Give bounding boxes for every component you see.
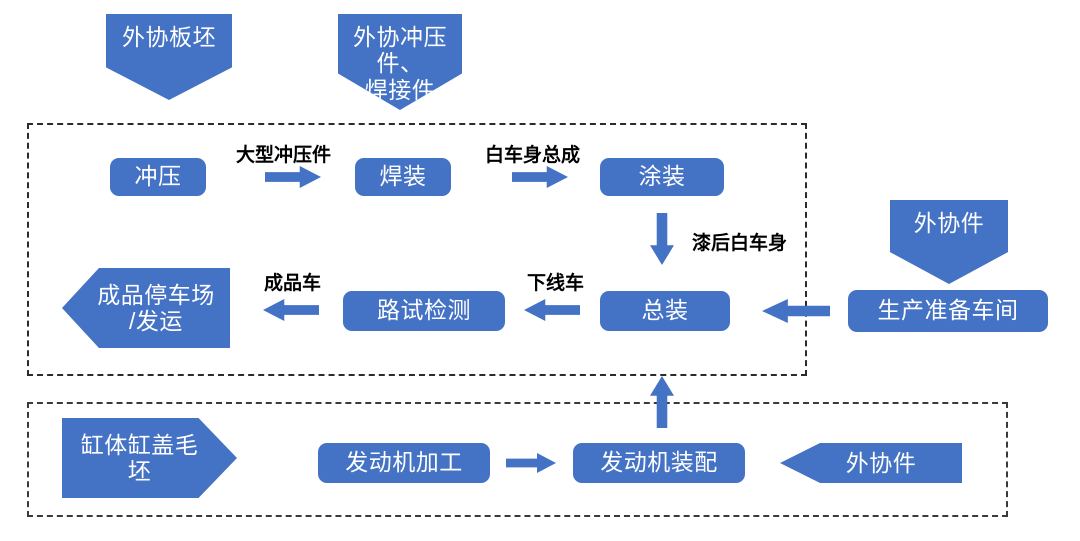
label-finished-vehicle: 成品车 <box>264 273 322 294</box>
pentagon-cylinder-block-head-blank-line1: 缸体缸盖毛 <box>80 431 199 458</box>
process-stamping-label: 冲压 <box>134 163 182 190</box>
pentagon-finished-parking-shipping-line1: 成品停车场 <box>97 281 215 308</box>
process-engine-assembly-label: 发动机装配 <box>600 449 718 476</box>
pentagon-outsourced-parts-engine-label: 外协件 <box>845 449 917 476</box>
pentagon-finished-parking-shipping-text: 成品停车场 /发运 <box>97 282 215 335</box>
pentagon-cylinder-block-head-blank[interactable]: 缸体缸盖毛 坯 <box>62 418 237 498</box>
pentagon-outsourced-parts-engine[interactable]: 外协件 <box>780 443 962 483</box>
process-road-test-label: 路试检测 <box>377 297 471 324</box>
process-stamping[interactable]: 冲压 <box>110 158 206 196</box>
pentagon-outsourced-stamping-welding-line1: 外协冲压件、 <box>353 24 447 77</box>
pentagon-outsourced-stamping-welding-line2: 焊接件 <box>364 76 436 103</box>
pentagon-outsourced-stamping-welding-text: 外协冲压件、 焊接件 <box>338 24 462 103</box>
process-welding-label: 焊装 <box>379 163 427 190</box>
label-off-line-vehicle: 下线车 <box>527 273 585 294</box>
pentagon-finished-parking-shipping-line2: /发运 <box>129 308 183 334</box>
pentagon-outsourced-blanks[interactable]: 外协板坯 <box>106 14 232 100</box>
process-engine-machining-label: 发动机加工 <box>345 449 463 476</box>
pentagon-finished-parking-shipping[interactable]: 成品停车场 /发运 <box>62 268 230 348</box>
main-production-zone <box>27 123 807 376</box>
process-engine-machining[interactable]: 发动机加工 <box>318 443 490 483</box>
process-final-assembly-label: 总装 <box>641 297 689 324</box>
pentagon-outsourced-blanks-label: 外协板坯 <box>122 24 216 50</box>
pentagon-outsourced-parts-prep[interactable]: 外协件 <box>890 200 1008 284</box>
process-painting[interactable]: 涂装 <box>600 158 724 196</box>
pentagon-outsourced-stamping-welding[interactable]: 外协冲压件、 焊接件 <box>338 14 462 110</box>
engine-production-zone <box>27 402 1008 517</box>
label-body-in-white: 白车身总成 <box>485 145 581 166</box>
process-road-test[interactable]: 路试检测 <box>343 291 505 331</box>
process-production-prep-shop-label: 生产准备车间 <box>877 297 1019 324</box>
label-large-stampings: 大型冲压件 <box>236 145 332 166</box>
label-painted-body: 漆后白车身 <box>692 233 788 254</box>
process-welding[interactable]: 焊装 <box>355 158 451 196</box>
process-production-prep-shop[interactable]: 生产准备车间 <box>848 290 1048 332</box>
pentagon-cylinder-block-head-blank-line2: 坯 <box>127 458 152 484</box>
process-painting-label: 涂装 <box>638 163 686 190</box>
pentagon-cylinder-block-head-blank-text: 缸体缸盖毛 坯 <box>81 432 199 485</box>
process-final-assembly[interactable]: 总装 <box>600 291 730 331</box>
pentagon-outsourced-parts-prep-label: 外协件 <box>913 210 985 236</box>
process-engine-assembly[interactable]: 发动机装配 <box>573 443 745 483</box>
